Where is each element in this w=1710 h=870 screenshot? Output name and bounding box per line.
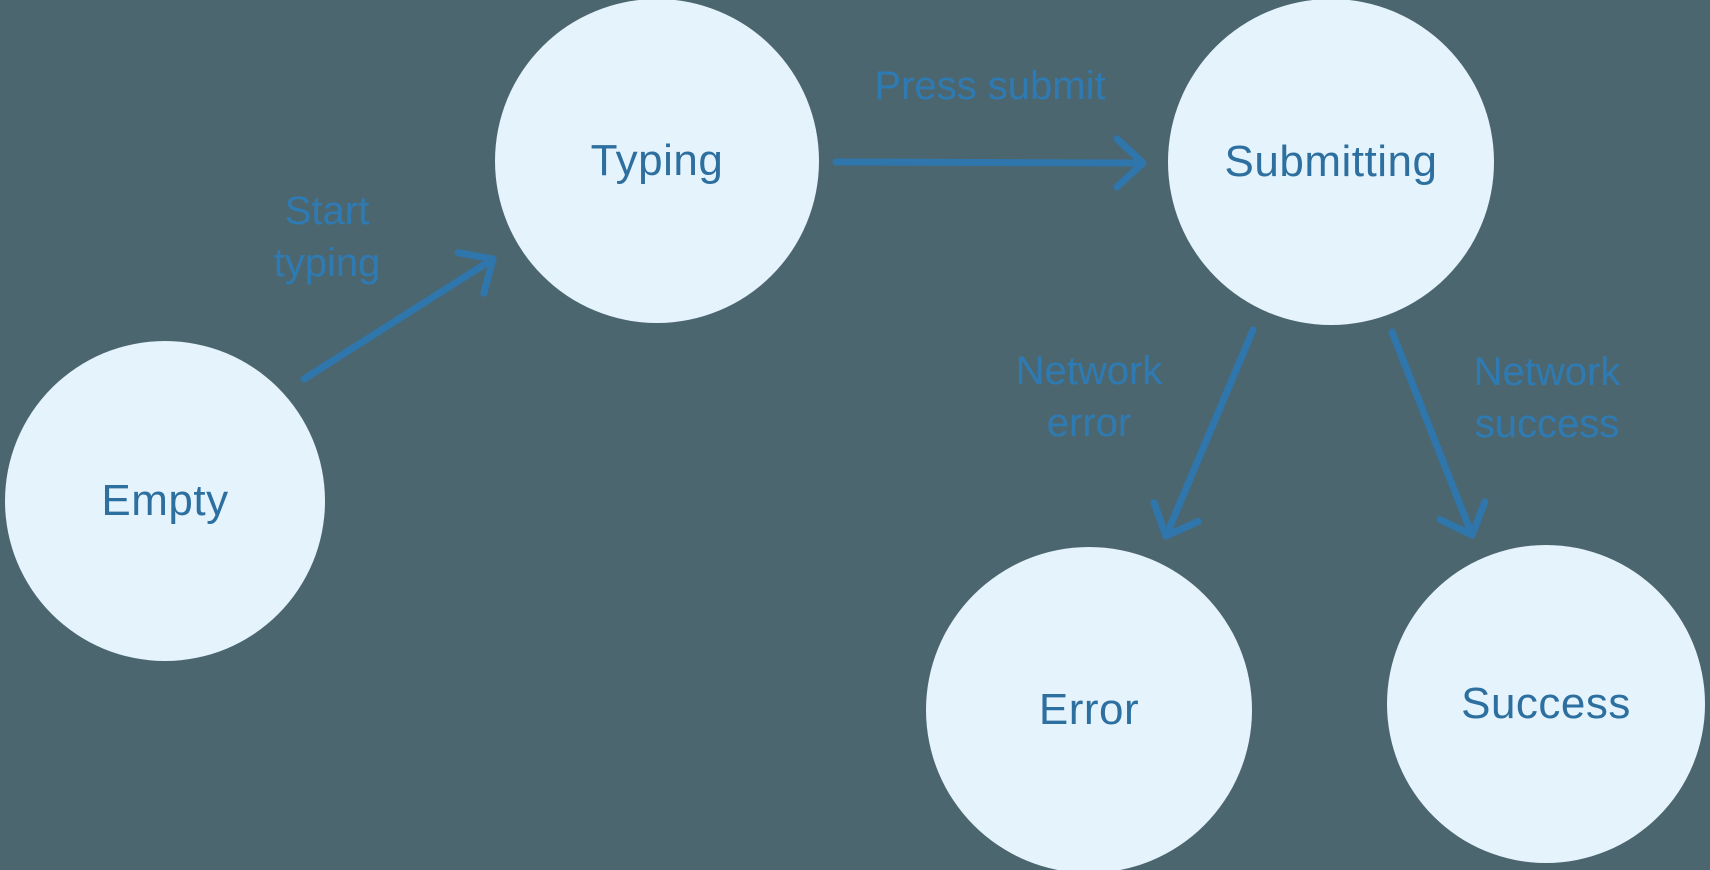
state-node-typing: Typing xyxy=(495,0,819,323)
state-node-error: Error xyxy=(926,547,1252,870)
state-label-success: Success xyxy=(1461,679,1631,728)
transition-label-start-typing: Start typing xyxy=(274,185,381,289)
state-label-error: Error xyxy=(1038,685,1140,734)
transition-label-network-success: Network success xyxy=(1474,346,1621,450)
state-label-typing: Typing xyxy=(590,136,724,185)
transition-label-line: Network xyxy=(1473,350,1621,394)
transition-arrow-network-error xyxy=(1150,326,1257,540)
transition-label-line: Network xyxy=(1015,349,1163,393)
transition-label-press-submit: Press submit xyxy=(874,60,1105,112)
transition-arrow-network-success xyxy=(1388,328,1489,539)
state-node-success: Success xyxy=(1387,545,1705,863)
state-label-empty: Empty xyxy=(101,476,229,525)
transition-label-line: Start xyxy=(284,189,370,233)
state-node-submitting: Submitting xyxy=(1168,0,1494,325)
transition-arrow-press-submit xyxy=(832,135,1147,191)
transition-label-line: typing xyxy=(273,241,381,285)
transition-label-line: success xyxy=(1474,402,1620,446)
state-node-empty: Empty xyxy=(5,341,325,661)
state-label-submitting: Submitting xyxy=(1224,137,1438,186)
transition-label-line: Press submit xyxy=(874,64,1106,108)
transition-label-line: error xyxy=(1046,401,1132,445)
transition-label-network-error: Network error xyxy=(1016,345,1163,449)
transition-arrow-start-typing xyxy=(300,249,497,383)
